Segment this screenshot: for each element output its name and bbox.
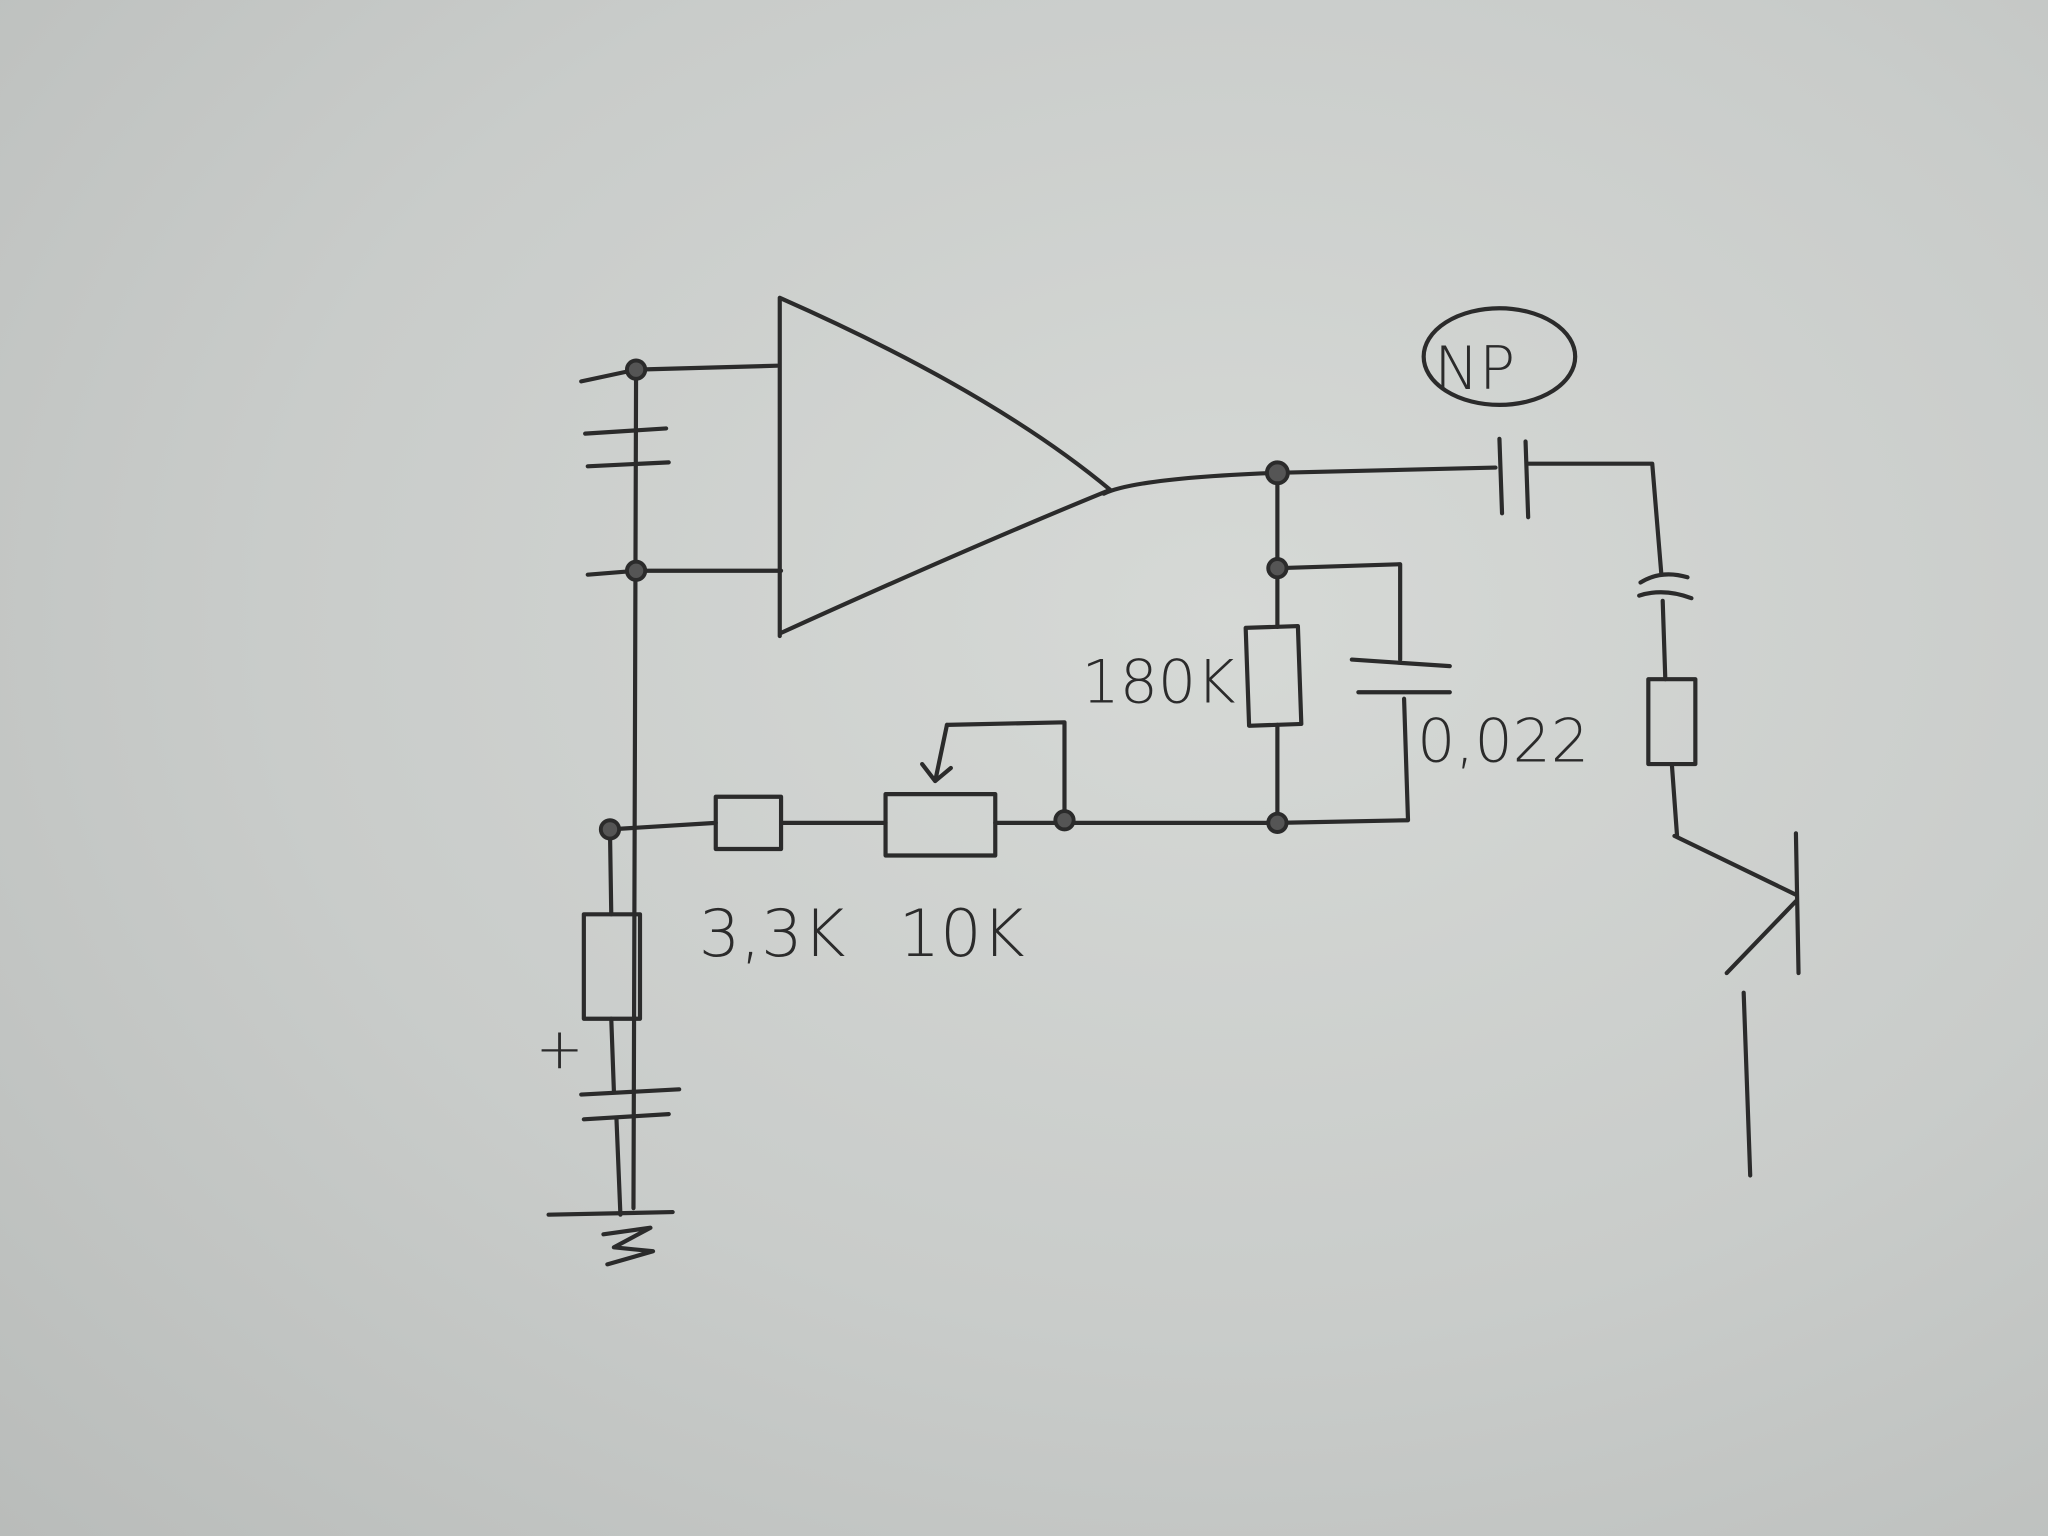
output-wire	[1101, 465, 1498, 496]
junction-node	[1266, 811, 1289, 834]
pot-wiper-arrow	[920, 722, 953, 784]
feedback-resistor	[1243, 623, 1304, 728]
np-circle	[1421, 306, 1578, 407]
top-input-wire	[579, 363, 780, 384]
ground-icon	[546, 1209, 675, 1267]
junction-node	[1264, 460, 1290, 486]
transistor-symbol	[1672, 831, 1801, 1178]
ground-branch-wire	[607, 827, 623, 1217]
junction-node	[1266, 557, 1289, 580]
electrolytic-capacitor	[579, 1087, 682, 1122]
ground-resistor	[581, 912, 643, 1021]
gain-network-wire	[607, 720, 1280, 832]
inverting-input-wire	[585, 568, 784, 577]
polarity-label: +	[536, 1015, 584, 1082]
op-amp-symbol	[777, 295, 1113, 639]
junction-node	[624, 358, 648, 381]
collector-resistor	[1646, 677, 1698, 767]
feedback-resistor-label: 180K	[1081, 648, 1235, 718]
np-capacitor	[1497, 436, 1531, 520]
feedback-capacitor	[1349, 657, 1452, 695]
input-resistor-label: 3,3K	[699, 896, 846, 972]
speaker-wire	[1526, 461, 1694, 839]
input-resistor	[713, 794, 784, 852]
feedback-wire	[1275, 470, 1411, 825]
feedback-capacitor-label: 0,022	[1417, 706, 1589, 776]
left-rail-wire	[631, 367, 639, 1211]
junction-node	[598, 818, 622, 841]
potentiometer	[883, 792, 998, 858]
junction-node	[624, 559, 648, 582]
input-capacitor	[583, 426, 671, 469]
junction-node	[1053, 809, 1076, 832]
pot-label: 10K	[899, 896, 1025, 972]
np-label: NP	[1434, 334, 1515, 404]
